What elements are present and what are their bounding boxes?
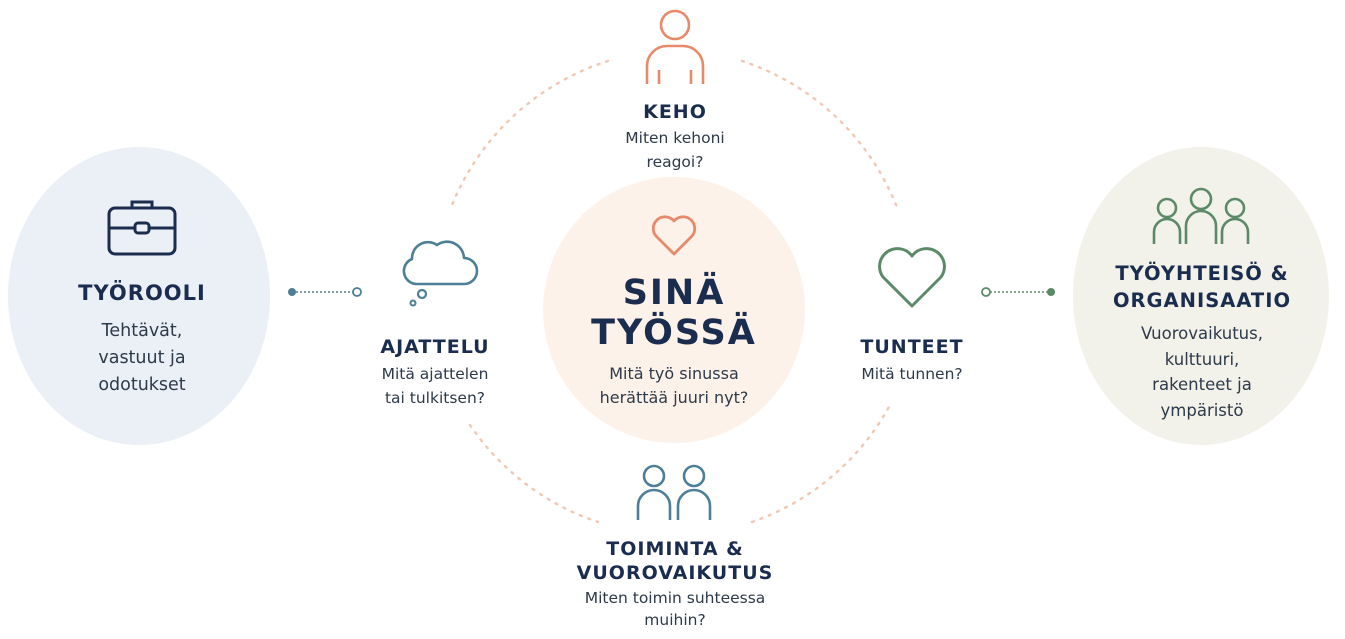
work-community-circle xyxy=(1073,147,1329,445)
emotions-text: Mitä tunnen? xyxy=(861,365,963,383)
ring-arc-top-right xyxy=(740,59,900,212)
work-community-title-line2: ORGANISAATIO xyxy=(1112,289,1292,312)
heart-outline-icon xyxy=(876,244,948,314)
center-text: Mitä työ sinussa herättää juuri nyt? xyxy=(599,364,749,407)
ring-arc-bottom-right xyxy=(750,403,892,524)
work-community-text: Vuorovaikutus, kulttuuri, rakenteet ja y… xyxy=(1141,324,1263,420)
body-title: KEHO xyxy=(643,101,707,123)
group-icon xyxy=(1151,186,1251,250)
ring-arc-bottom-left xyxy=(468,423,600,524)
action-title-line2: VUOROVAIKUTUS xyxy=(576,562,774,584)
work-community-title-line1: TYÖYHTEISÖ & xyxy=(1115,262,1289,285)
ring-arc-top-left xyxy=(450,59,610,207)
thinking-text: Mitä ajattelen tai tulkitsen? xyxy=(381,365,489,407)
person-icon xyxy=(643,8,707,90)
briefcase-icon xyxy=(106,198,178,262)
left-connector xyxy=(288,287,362,297)
two-people-icon xyxy=(635,462,713,526)
center-title-line2: TYÖSSÄ xyxy=(591,313,757,353)
work-role-circle xyxy=(8,147,270,445)
center-title-line1: SINÄ xyxy=(622,273,726,313)
action-title-line1: TOIMINTA & xyxy=(606,538,744,560)
action-text: Miten toimin suhteessa muihin? xyxy=(584,589,766,629)
right-connector xyxy=(981,287,1055,297)
work-role-text: Tehtävät, vastuut ja odotukset xyxy=(98,321,186,395)
work-role-title: TYÖROOLI xyxy=(78,281,206,305)
thinking-title: AJATTELU xyxy=(380,336,490,358)
heart-icon xyxy=(650,213,698,261)
body-text: Miten kehoni reagoi? xyxy=(625,129,725,171)
emotions-title: TUNTEET xyxy=(860,336,964,358)
thought-cloud-icon xyxy=(398,232,480,312)
